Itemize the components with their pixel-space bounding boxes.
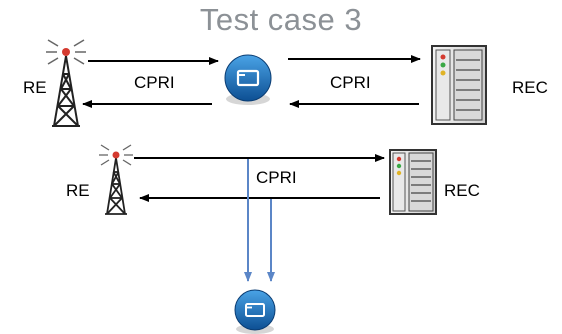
top-right-link-label: CPRI bbox=[330, 73, 371, 92]
server-rack-icon bbox=[431, 45, 487, 125]
server-rack-icon bbox=[389, 149, 437, 215]
radio-tower-icon bbox=[46, 39, 86, 127]
radio-tower-icon bbox=[99, 144, 133, 215]
bottom-re-label: RE bbox=[66, 181, 90, 200]
network-switch-icon bbox=[224, 54, 272, 105]
diagram-title: Test case 3 bbox=[199, 2, 363, 37]
top-re-label: RE bbox=[23, 78, 47, 97]
top-rec-label: REC bbox=[512, 78, 548, 97]
bottom-rec-label: REC bbox=[444, 181, 480, 200]
top-left-link-label: CPRI bbox=[134, 73, 175, 92]
network-switch-icon bbox=[234, 289, 276, 334]
bottom-link-label: CPRI bbox=[256, 168, 297, 187]
